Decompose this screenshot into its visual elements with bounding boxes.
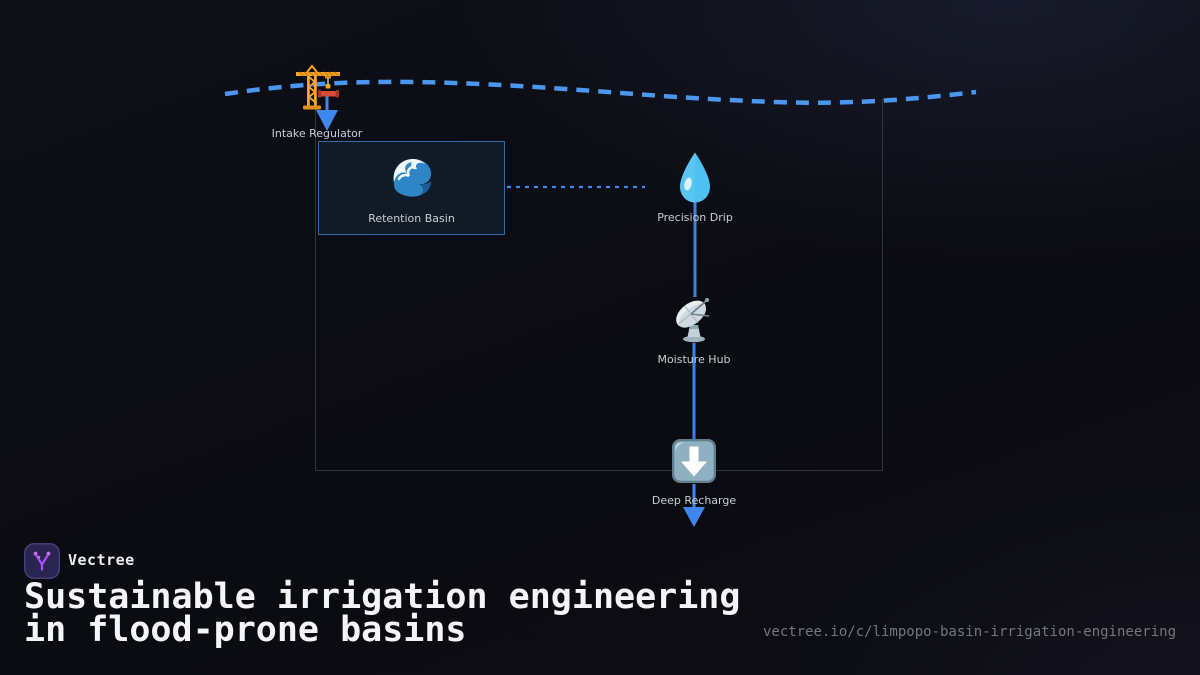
node-moisture-hub	[669, 294, 719, 348]
droplet-icon	[678, 152, 712, 208]
node-label-intake-regulator: Intake Regulator	[271, 127, 363, 140]
brand-name: Vectree	[68, 551, 135, 569]
satellite-dish-icon	[669, 298, 719, 348]
wave-icon	[389, 155, 435, 201]
down-arrow-icon	[671, 439, 717, 488]
node-label-retention-basin: Retention Basin	[368, 212, 455, 225]
node-label-deep-recharge: Deep Recharge	[651, 494, 737, 507]
crane-icon	[293, 64, 343, 118]
page-title: Sustainable irrigation engineering in fl…	[24, 577, 741, 651]
node-label-moisture-hub: Moisture Hub	[657, 353, 731, 366]
water-surface-dashed-line	[224, 79, 977, 105]
node-intake-regulator	[293, 64, 343, 118]
node-retention-basin: Retention Basin	[318, 141, 505, 235]
page-url: vectree.io/c/limpopo-basin-irrigation-en…	[762, 624, 1176, 640]
node-precision-drip	[678, 151, 712, 208]
basin-frame	[315, 99, 883, 471]
vectree-logo-icon	[24, 543, 60, 579]
node-deep-recharge	[671, 438, 717, 488]
node-label-precision-drip: Precision Drip	[657, 211, 733, 224]
